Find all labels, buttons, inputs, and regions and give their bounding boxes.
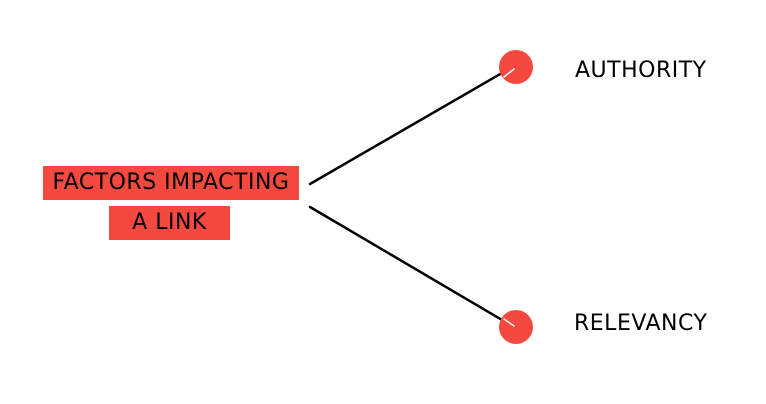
node-relevancy	[499, 310, 533, 344]
node-authority	[499, 50, 533, 84]
title-text-line-2: A LINK	[132, 210, 207, 235]
connector-line-authority	[308, 64, 516, 186]
title-text-line-1: FACTORS IMPACTING	[52, 170, 290, 195]
title-box-line-2: A LINK	[109, 206, 230, 240]
node-relevancy-highlight	[503, 318, 515, 327]
branch-label-authority: AUTHORITY	[575, 58, 707, 83]
title-box-line-1: FACTORS IMPACTING	[43, 166, 299, 200]
branch-label-relevancy: RELEVANCY	[574, 311, 708, 336]
node-authority-highlight	[503, 68, 515, 78]
connector-line-relevancy	[308, 205, 516, 329]
